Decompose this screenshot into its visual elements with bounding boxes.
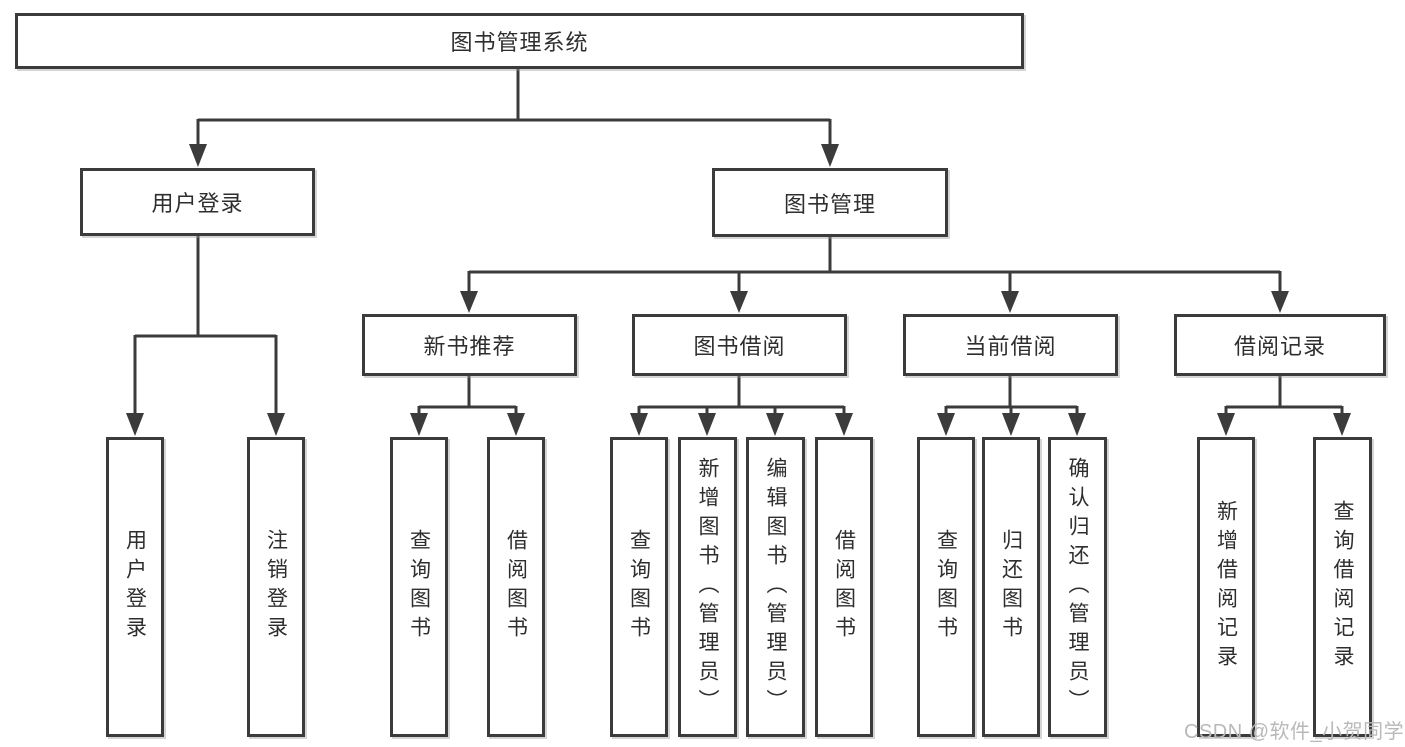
leaf-recommend-borrow-books: 借阅图书 <box>487 437 545 737</box>
leaf-current-return-books: 归还图书 <box>982 437 1040 737</box>
node-label: 新增图书（管理员） <box>696 456 720 718</box>
leaf-borrow-add-books-admin: 新增图书（管理员） <box>678 437 737 737</box>
leaf-borrow-edit-books-admin: 编辑图书（管理员） <box>746 437 805 737</box>
leaf-borrow-query-books: 查询图书 <box>610 437 668 737</box>
node-label: 借阅图书 <box>832 529 856 645</box>
leaf-current-confirm-return-admin: 确认归还（管理员） <box>1048 437 1107 737</box>
node-book-management: 图书管理 <box>712 168 948 237</box>
node-label: 新增借阅记录 <box>1214 500 1238 674</box>
node-label: 确认归还（管理员） <box>1066 456 1090 718</box>
node-label: 查询借阅记录 <box>1331 500 1355 674</box>
leaf-user-login: 用户登录 <box>106 437 164 737</box>
leaf-borrow-borrow-books: 借阅图书 <box>815 437 873 737</box>
node-label: 用户登录 <box>123 529 147 645</box>
csdn-watermark: CSDN @软件_小贺同学 <box>1184 721 1405 743</box>
node-label: 查询图书 <box>407 529 431 645</box>
leaf-recommend-query-books: 查询图书 <box>390 437 448 737</box>
node-new-book-recommend: 新书推荐 <box>362 314 577 376</box>
node-label: 注销登录 <box>264 529 288 645</box>
node-user-login: 用户登录 <box>80 168 315 236</box>
leaf-records-query-record: 查询借阅记录 <box>1313 437 1372 737</box>
node-book-borrow: 图书借阅 <box>632 314 847 376</box>
node-label: 借阅图书 <box>504 529 528 645</box>
leaf-current-query-books: 查询图书 <box>917 437 975 737</box>
node-label: 查询图书 <box>934 529 958 645</box>
node-borrow-records: 借阅记录 <box>1174 314 1386 376</box>
arrowheads <box>126 144 1351 436</box>
node-label: 查询图书 <box>627 529 651 645</box>
leaf-records-add-record: 新增借阅记录 <box>1197 437 1255 737</box>
node-root: 图书管理系统 <box>15 13 1024 69</box>
leaf-logout: 注销登录 <box>247 437 305 737</box>
node-label: 归还图书 <box>999 529 1023 645</box>
node-current-borrow: 当前借阅 <box>903 314 1118 376</box>
node-label: 编辑图书（管理员） <box>764 456 788 718</box>
